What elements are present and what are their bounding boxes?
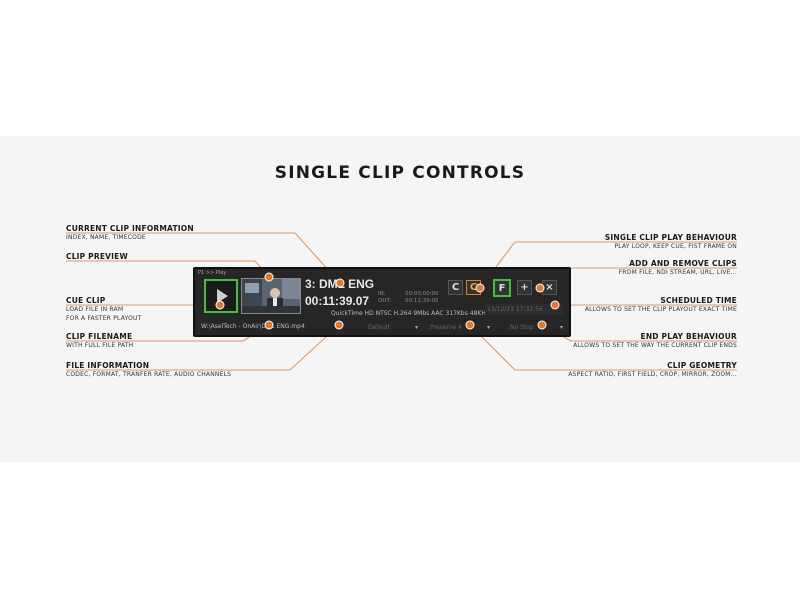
geometry-value: Default — [368, 324, 390, 331]
aspect-dropdown[interactable]: Preserve A ▾ — [430, 322, 492, 334]
callout-clip-geometry: CLIP GEOMETRY ASPECT RATIO, FIRST FIELD,… — [568, 361, 737, 379]
callout-sub: CODEC, FORMAT, TRANFER RATE, AUDIO CHANN… — [66, 371, 232, 378]
in-value: 00:00:00:00 — [405, 291, 439, 297]
callout-sub: ALLOWS TO SET THE CLIP PLAYOUT EXACT TIM… — [584, 306, 737, 313]
add-clip-button[interactable]: + — [517, 280, 532, 295]
leader-current-info — [66, 232, 341, 284]
callout-sub: WITH FULL FILE PATH — [66, 342, 134, 349]
callout-sub: INDEX, NAME, TIMECODE — [66, 234, 146, 241]
marker-play-behaviour — [475, 283, 485, 293]
callout-sub: LOAD FILE IN RAM — [66, 306, 124, 313]
aspect-value: Preserve A — [430, 324, 463, 331]
chevron-down-icon: ▾ — [486, 324, 490, 331]
out-label: OUT: — [378, 298, 391, 304]
marker-scheduled — [550, 300, 560, 310]
file-information: QuickTime HD NTSC H.264 9Mbs AAC 317Kbs … — [331, 310, 503, 317]
callout-sub: FOR A FASTER PLAYOUT — [66, 315, 142, 322]
callout-file-information: FILE INFORMATION CODEC, FORMAT, TRANFER … — [66, 361, 231, 379]
loop-button[interactable]: C — [448, 280, 463, 295]
out-value: 00:11:39:05 — [405, 298, 439, 304]
marker-geometry — [465, 320, 475, 330]
single-clip-panel: P1 >> Play 3: DML ENG 00:11:39.07 IN: OU… — [193, 267, 571, 337]
marker-fileinfo — [334, 320, 344, 330]
callout-heading: CLIP GEOMETRY — [667, 361, 737, 370]
leader-fileinfo — [66, 324, 340, 371]
marker-filename — [264, 320, 274, 330]
marker-add-remove — [535, 283, 545, 293]
preview-image — [242, 279, 300, 313]
marker-cue — [215, 300, 225, 310]
page-title: SINGLE CLIP CONTROLS — [274, 163, 526, 183]
callout-clip-filename: CLIP FILENAME WITH FULL FILE PATH — [66, 332, 133, 350]
callout-sub: PLAY LOOP, KEEP CUE, FIST FRAME ON — [614, 243, 737, 250]
callout-clip-preview: CLIP PREVIEW — [66, 252, 128, 261]
callout-heading: ADD AND REMOVE CLIPS — [629, 259, 737, 268]
clip-preview-thumbnail — [241, 278, 301, 314]
end-behaviour-dropdown[interactable]: No Stop ▾ — [510, 322, 565, 334]
callout-sub: ASPECT RATIO, FIRST FIELD, CROP, MIRROR,… — [568, 371, 737, 378]
first-frame-button[interactable]: F — [493, 279, 511, 297]
callout-heading: CURRENT CLIP INFORMATION — [66, 224, 194, 233]
panel-header-small: P1 >> Play — [198, 270, 227, 276]
callout-heading: FILE INFORMATION — [66, 361, 150, 370]
scheduled-time-field[interactable]: 13/12/23 17:32:56 — [485, 304, 563, 315]
callout-scheduled-time: SCHEDULED TIME ALLOWS TO SET THE CLIP PL… — [585, 296, 737, 314]
callout-end-behaviour: END PLAY BEHAVIOUR ALLOWS TO SET THE WAY… — [573, 332, 737, 350]
clip-filename: W:\AselTech - OnAir\DML ENG.mp4 — [201, 323, 305, 330]
callout-sub: ALLOWS TO SET THE WAY THE CURRENT CLIP E… — [573, 342, 737, 349]
callout-heading: CLIP PREVIEW — [66, 252, 128, 261]
callout-current-clip-info: CURRENT CLIP INFORMATION INDEX, NAME, TI… — [66, 224, 194, 242]
callout-heading: SCHEDULED TIME — [660, 296, 737, 305]
callout-heading: END PLAY BEHAVIOUR — [640, 332, 737, 341]
marker-end — [537, 320, 547, 330]
callout-add-remove: ADD AND REMOVE CLIPS FROM FILE, NDI STRE… — [619, 259, 737, 277]
marker-preview — [264, 272, 274, 282]
end-behaviour-value: No Stop — [510, 324, 534, 331]
chevron-down-icon: ▾ — [414, 324, 418, 331]
callout-heading: SINGLE CLIP PLAY BEHAVIOUR — [604, 233, 737, 242]
callout-play-behaviour: SINGLE CLIP PLAY BEHAVIOUR PLAY LOOP, KE… — [605, 233, 737, 251]
marker-current-info — [335, 278, 345, 288]
leader-geometry — [469, 324, 737, 371]
in-label: IN: — [378, 291, 386, 297]
cue-clip-button[interactable] — [204, 279, 238, 313]
callout-sub: FROM FILE, NDI STREAM, URL, LIVE... — [618, 269, 737, 276]
callout-cue-clip: CUE CLIP LOAD FILE IN RAM FOR A FASTER P… — [66, 296, 141, 323]
remove-clip-button[interactable]: × — [542, 280, 557, 295]
play-icon — [217, 289, 228, 303]
callout-heading: CUE CLIP — [66, 296, 106, 305]
callout-heading: CLIP FILENAME — [66, 332, 133, 341]
clip-timecode: 00:11:39.07 — [305, 294, 370, 308]
geometry-dropdown[interactable]: Default ▾ — [368, 322, 420, 334]
chevron-down-icon: ▾ — [559, 324, 563, 331]
